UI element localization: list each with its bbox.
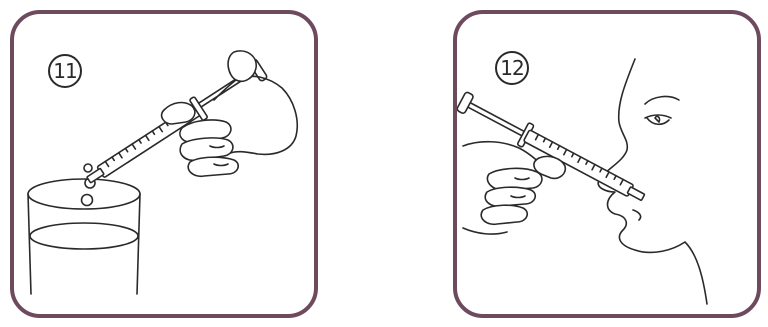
- step-11-panel: 11: [10, 10, 318, 318]
- step-number-badge: 12: [495, 51, 529, 85]
- liquid-drops: [82, 164, 96, 206]
- step-number-badge: 11: [48, 54, 82, 88]
- step-12-panel: 12: [453, 10, 761, 318]
- hand: [162, 51, 298, 176]
